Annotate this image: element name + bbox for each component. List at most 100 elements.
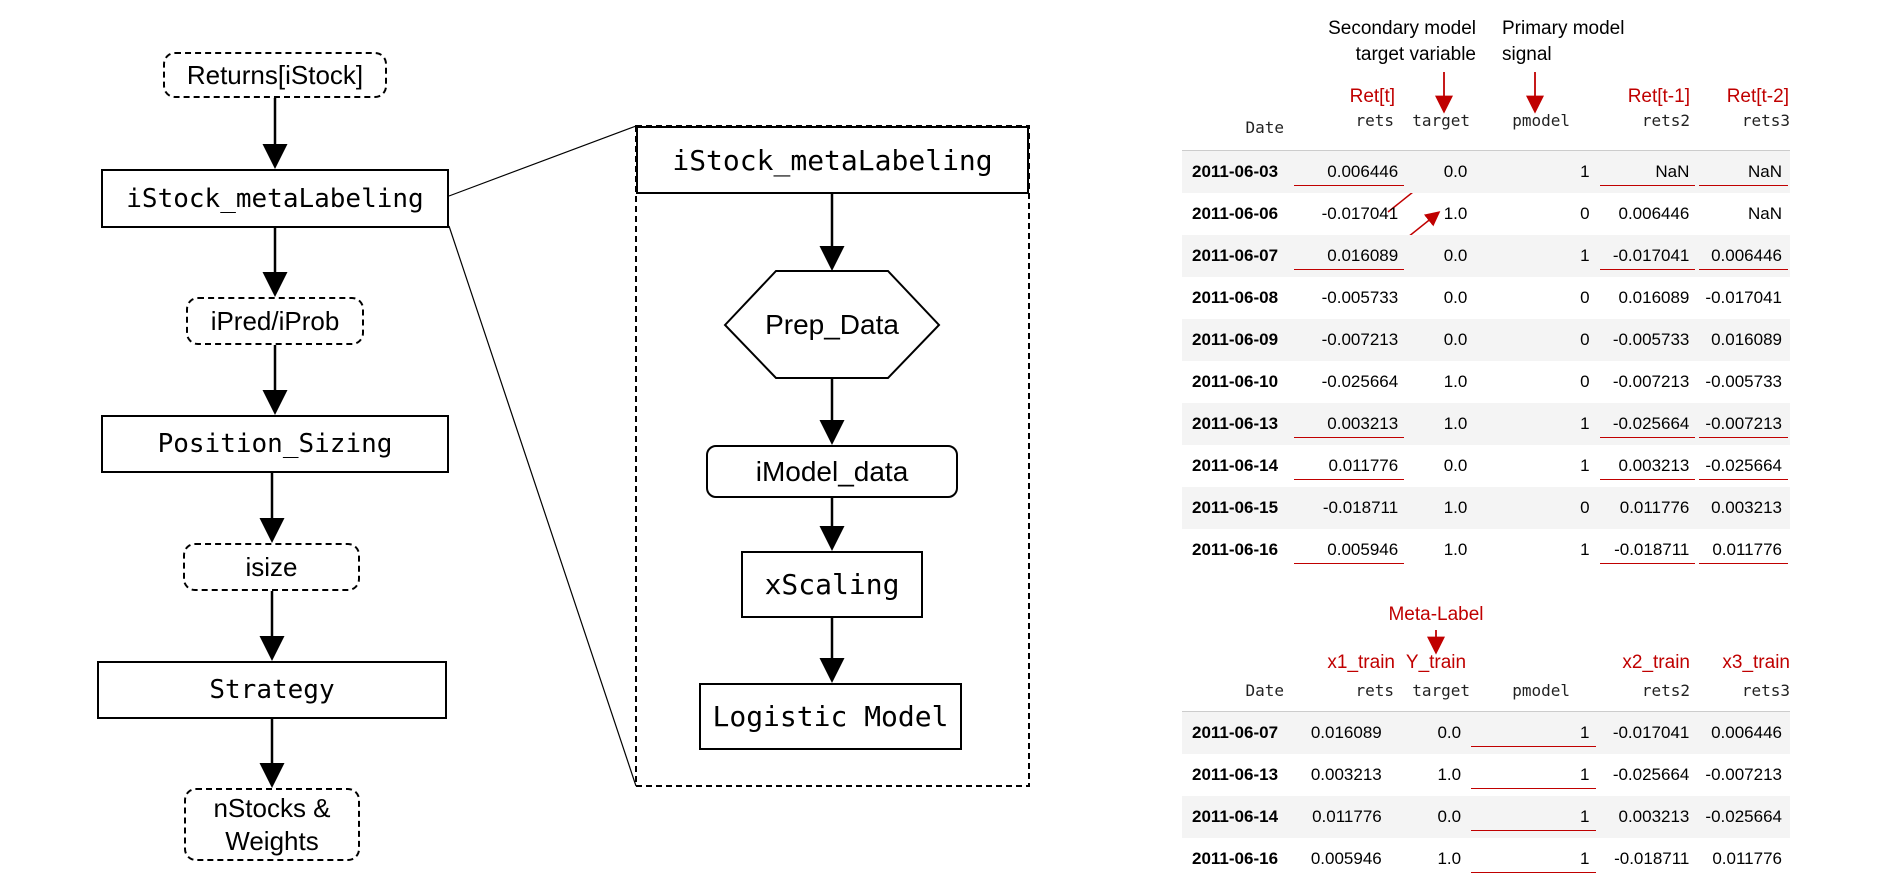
returns-label: Returns[iStock] [186, 59, 364, 90]
red-label-ret-t1: Ret[t-1] [1627, 86, 1690, 107]
meta-label-text: Meta-Label [1388, 604, 1484, 625]
imodel-data-node: iModel_data [706, 445, 958, 498]
red-underline [1699, 437, 1788, 438]
cell-date: 2011-06-10 [1192, 372, 1279, 391]
cell-target: 0.0 [1443, 456, 1468, 475]
position-sizing-label: Position_Sizing [157, 429, 393, 459]
cell-rets2: 0.003213 [1618, 456, 1690, 475]
cell-pmodel: 1 [1580, 849, 1590, 868]
cell-date: 2011-06-07 [1182, 235, 1292, 277]
red-label-ret-t: Ret[t] [1349, 86, 1395, 107]
red-label-x2-train: x2_train [1622, 652, 1690, 673]
prep-data-label: Prep_Data [765, 308, 899, 340]
cell-rets2: 0.011776 [1597, 487, 1698, 529]
primary-annotation: Primary model signal [1502, 16, 1662, 68]
logistic-model-label: Logistic Model [712, 700, 949, 733]
detail-title-label: iStock_metaLabeling [672, 143, 993, 177]
zoom-line-bottom [448, 225, 637, 787]
red-underline [1699, 563, 1788, 564]
ipred-label: iPred/iProb [210, 305, 340, 336]
cell-rets3: 0.011776 [1712, 849, 1782, 868]
cell-pmodel: 1 [1475, 403, 1598, 445]
top-header-pmodel: pmodel [1512, 111, 1570, 130]
cell-target: 1.0 [1443, 372, 1468, 391]
cell-target: 0.0 [1443, 288, 1468, 307]
top-header-rets: rets [1355, 111, 1394, 130]
position-sizing-node: Position_Sizing [101, 415, 449, 473]
cell-date: 2011-06-14 [1192, 456, 1279, 475]
cell-target: 0.0 [1406, 150, 1476, 193]
strategy-label: Strategy [209, 675, 335, 705]
red-underline [1599, 437, 1696, 438]
cell-date: 2011-06-03 [1182, 150, 1292, 193]
cell-date: 2011-06-06 [1192, 204, 1279, 223]
red-underline [1293, 563, 1405, 564]
cell-rets3: -0.007213 [1697, 403, 1790, 445]
metalabeling-node: iStock_metaLabeling [101, 169, 449, 228]
detail-frame [635, 125, 1030, 787]
cell-pmodel: 1 [1475, 235, 1598, 277]
cell-target: 0.0 [1406, 319, 1476, 361]
isize-node: isize [183, 543, 360, 591]
cell-rets: 0.011776 [1328, 456, 1399, 475]
top-header-date: Date [1245, 118, 1284, 137]
cell-rets2: 0.006446 [1618, 204, 1690, 223]
red-underline [1293, 479, 1405, 480]
cell-target: 1.0 [1437, 765, 1462, 784]
bottom-header-pmodel: pmodel [1512, 681, 1570, 700]
cell-rets3: 0.011776 [1712, 540, 1782, 559]
cell-rets: 0.016089 [1291, 711, 1390, 754]
cell-rets3: 0.006446 [1697, 711, 1790, 754]
cell-rets3: 0.006446 [1697, 235, 1790, 277]
cell-pmodel: 0 [1475, 319, 1598, 361]
red-underline [1699, 185, 1788, 186]
detail-title-node: iStock_metaLabeling [636, 126, 1029, 194]
cell-rets3: -0.005733 [1705, 372, 1782, 391]
red-underline [1599, 479, 1696, 480]
cell-rets3: -0.007213 [1705, 765, 1782, 784]
red-underline [1471, 788, 1596, 789]
cell-rets: -0.017041 [1321, 204, 1399, 223]
isize-label: isize [245, 551, 298, 582]
cell-rets: 0.005946 [1310, 849, 1382, 868]
cell-pmodel: 0 [1475, 487, 1598, 529]
xscaling-label: xScaling [764, 568, 900, 601]
prep-data-hexagon [723, 270, 941, 379]
cell-target: 0.0 [1406, 235, 1476, 277]
bottom-header-rets2: rets2 [1641, 681, 1690, 700]
red-label-x1-train: x1_train [1327, 652, 1395, 673]
red-underline [1699, 269, 1788, 270]
cell-target: 1.0 [1437, 849, 1462, 868]
cell-date: 2011-06-16 [1192, 849, 1279, 868]
cell-pmodel: 0 [1580, 372, 1590, 391]
red-underline [1599, 185, 1696, 186]
cell-rets2: -0.017041 [1597, 711, 1698, 754]
cell-rets: 0.011776 [1291, 796, 1390, 838]
cell-date: 2011-06-13 [1192, 765, 1279, 784]
bottom-header-rets3: rets3 [1741, 681, 1790, 700]
cell-pmodel: 1 [1469, 796, 1598, 838]
cell-target: 0.0 [1389, 796, 1470, 838]
cell-rets: -0.007213 [1291, 319, 1407, 361]
nstocks-weights-node: nStocks & Weights [184, 788, 360, 861]
cell-rets2: -0.018711 [1614, 540, 1690, 559]
cell-rets: 0.016089 [1291, 235, 1407, 277]
cell-pmodel: 1 [1580, 540, 1590, 559]
bottom-header-target: target [1412, 681, 1470, 700]
red-underline [1293, 437, 1405, 438]
cell-target: 1.0 [1443, 204, 1468, 223]
